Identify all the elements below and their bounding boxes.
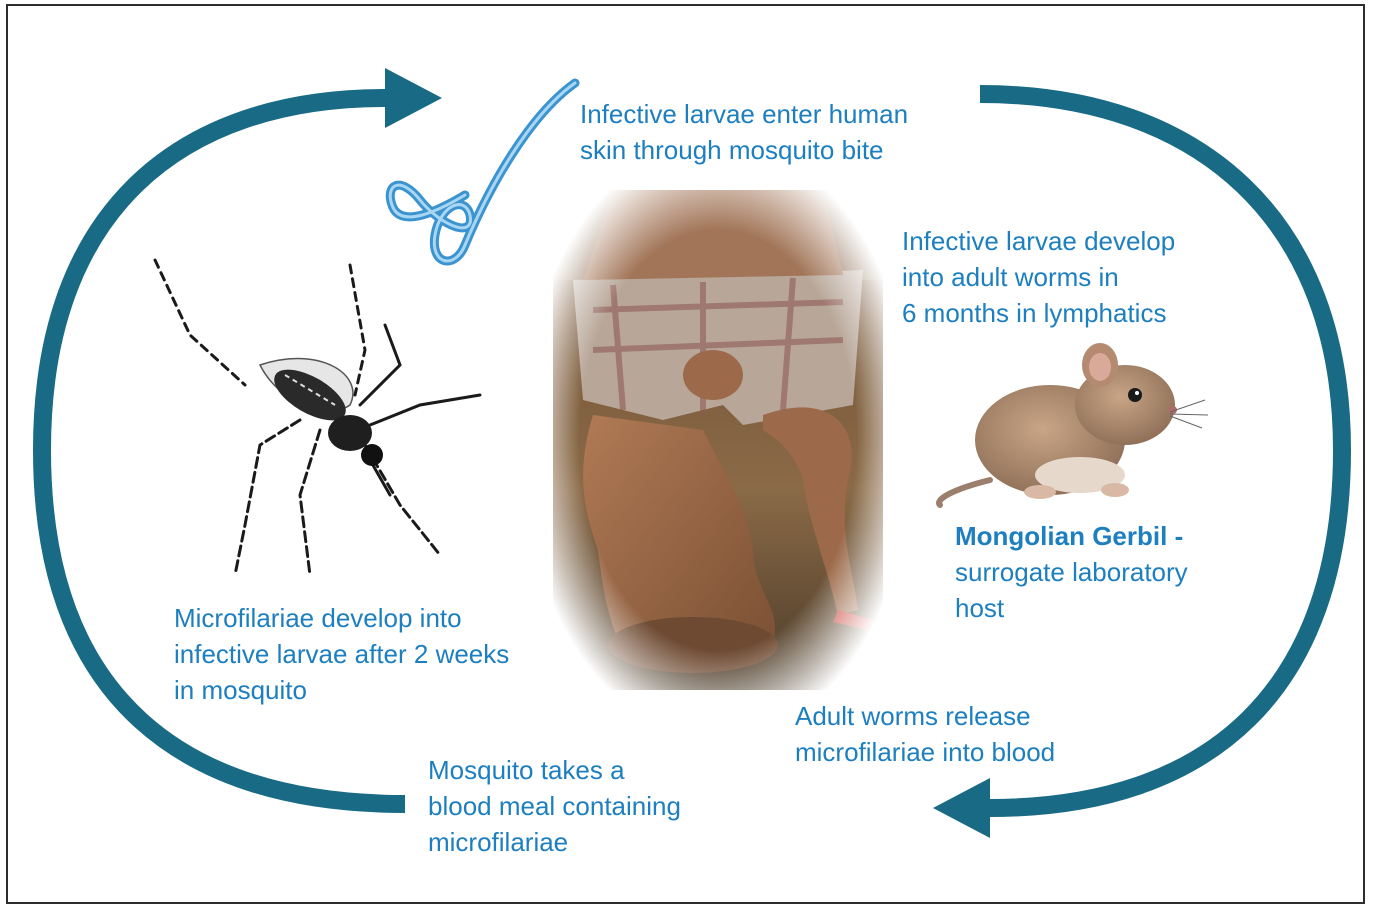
gerbil-icon bbox=[930, 330, 1210, 520]
gerbil-name: Mongolian Gerbil bbox=[955, 521, 1167, 551]
gerbil-line: host bbox=[955, 590, 1188, 626]
step-blood-meal-text: Mosquito takes a blood meal containing m… bbox=[428, 752, 681, 860]
step-line: infective larvae after 2 weeks bbox=[174, 636, 509, 672]
step-line: Mosquito takes a bbox=[428, 752, 681, 788]
gerbil-title-line: Mongolian Gerbil - bbox=[955, 518, 1188, 554]
step-line: 6 months in lymphatics bbox=[902, 295, 1175, 331]
step-larvae-develop-text: Infective larvae develop into adult worm… bbox=[902, 223, 1175, 331]
step-microfilariae-develop-text: Microfilariae develop into infective lar… bbox=[174, 600, 509, 708]
mosquito-icon bbox=[150, 255, 490, 585]
step-line: skin through mosquito bite bbox=[580, 132, 908, 168]
step-adults-release-text: Adult worms release microfilariae into b… bbox=[795, 698, 1055, 770]
step-line: microfilariae bbox=[428, 824, 681, 860]
gerbil-caption: Mongolian Gerbil - surrogate laboratory … bbox=[955, 518, 1188, 626]
step-line: microfilariae into blood bbox=[795, 734, 1055, 770]
step-line: blood meal containing bbox=[428, 788, 681, 824]
lymphedema-photo bbox=[553, 190, 883, 690]
gerbil-dash: - bbox=[1167, 521, 1183, 551]
gerbil-line: surrogate laboratory bbox=[955, 554, 1188, 590]
step-line: Microfilariae develop into bbox=[174, 600, 509, 636]
step-line: into adult worms in bbox=[902, 259, 1175, 295]
step-line: Infective larvae develop bbox=[902, 223, 1175, 259]
step-line: in mosquito bbox=[174, 672, 509, 708]
step-line: Adult worms release bbox=[795, 698, 1055, 734]
step-line: Infective larvae enter human bbox=[580, 96, 908, 132]
larva-icon bbox=[380, 75, 580, 275]
bottom-arrowhead bbox=[933, 778, 990, 838]
step-larvae-enter-text: Infective larvae enter human skin throug… bbox=[580, 96, 908, 168]
